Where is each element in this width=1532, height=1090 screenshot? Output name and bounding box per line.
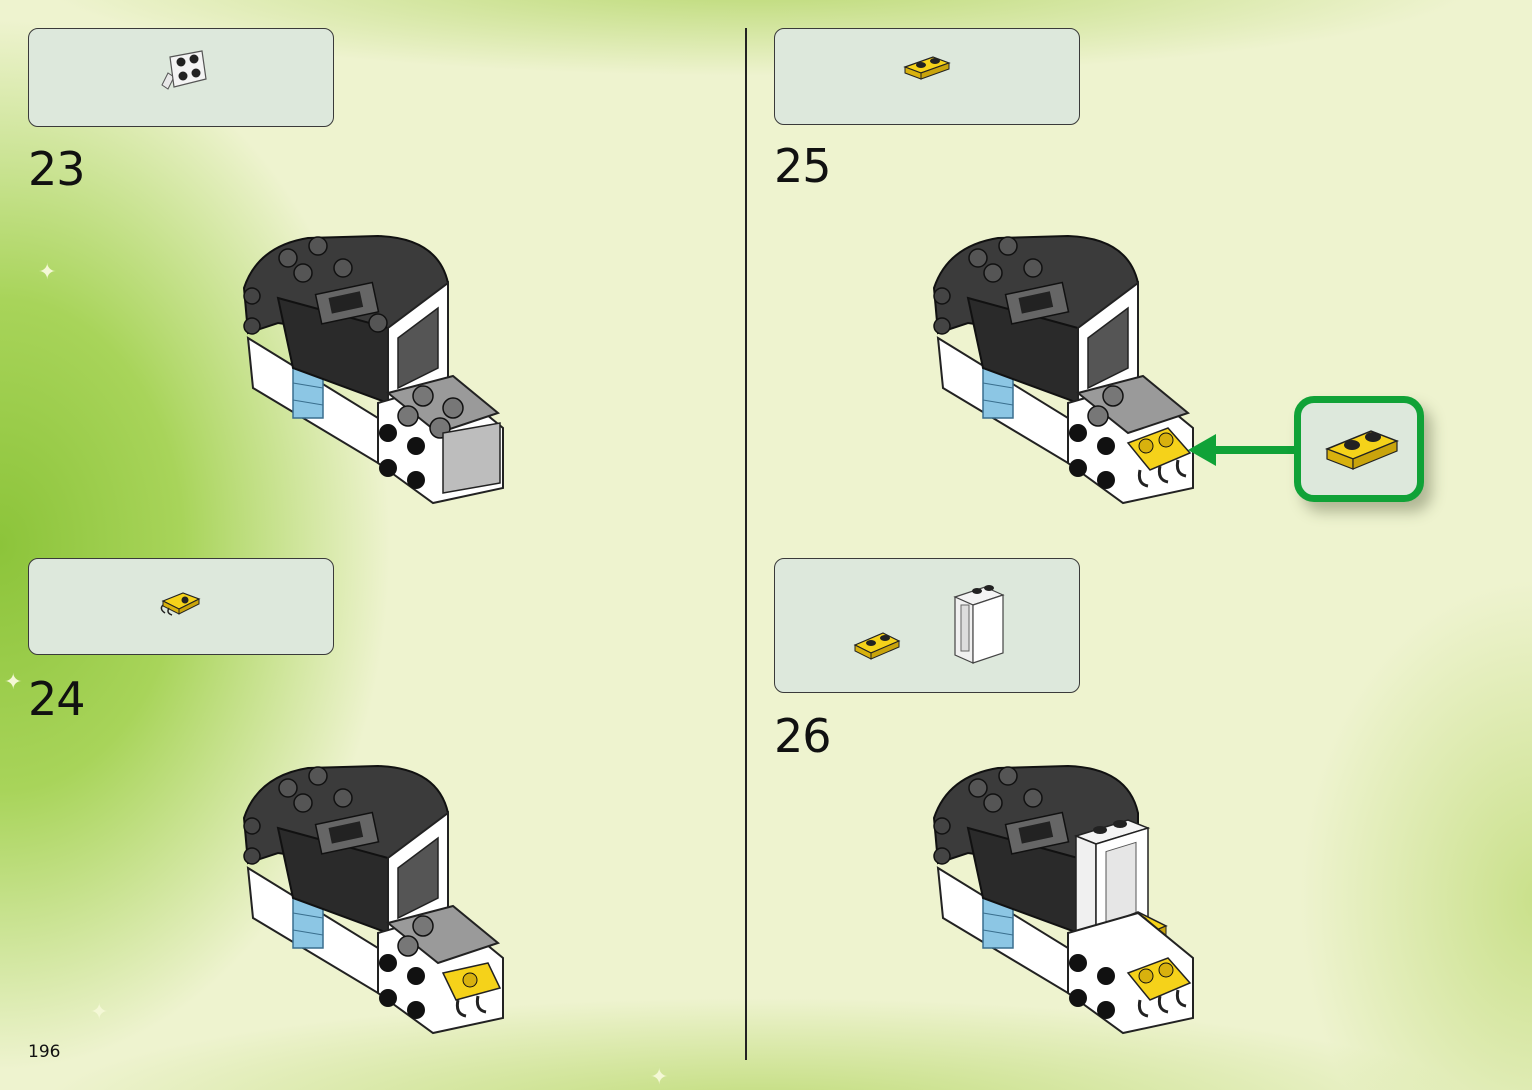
clip-plate-icon [159, 587, 203, 617]
parts-box-step-25 [774, 28, 1080, 125]
step-number: 23 [28, 146, 85, 192]
arrow-left-icon [1186, 430, 1306, 470]
sparkle-icon: ✦ [38, 260, 56, 285]
door-frame-icon [951, 575, 1007, 665]
sparkle-icon: ✦ [90, 1000, 108, 1025]
callout-part [1294, 396, 1424, 502]
page-divider [745, 28, 747, 1060]
step-number: 26 [774, 713, 831, 759]
step-number: 24 [28, 676, 85, 722]
plate-1x2-icon [901, 53, 953, 83]
model-step-24 [238, 758, 508, 1038]
sparkle-icon: ✦ [4, 670, 22, 695]
parts-box-step-23 [28, 28, 334, 127]
angle-plate-icon [154, 47, 214, 97]
parts-box-step-26 [774, 558, 1080, 693]
model-step-25 [928, 228, 1198, 508]
plate-1x2-icon [1321, 425, 1401, 475]
parts-box-step-24 [28, 558, 334, 655]
model-step-23 [238, 228, 508, 508]
model-step-26 [928, 748, 1198, 1038]
sparkle-icon: ✦ [650, 1065, 668, 1090]
step-number: 25 [774, 143, 831, 189]
page-number: 196 [28, 1042, 60, 1062]
plate-1x2-icon [851, 629, 903, 663]
